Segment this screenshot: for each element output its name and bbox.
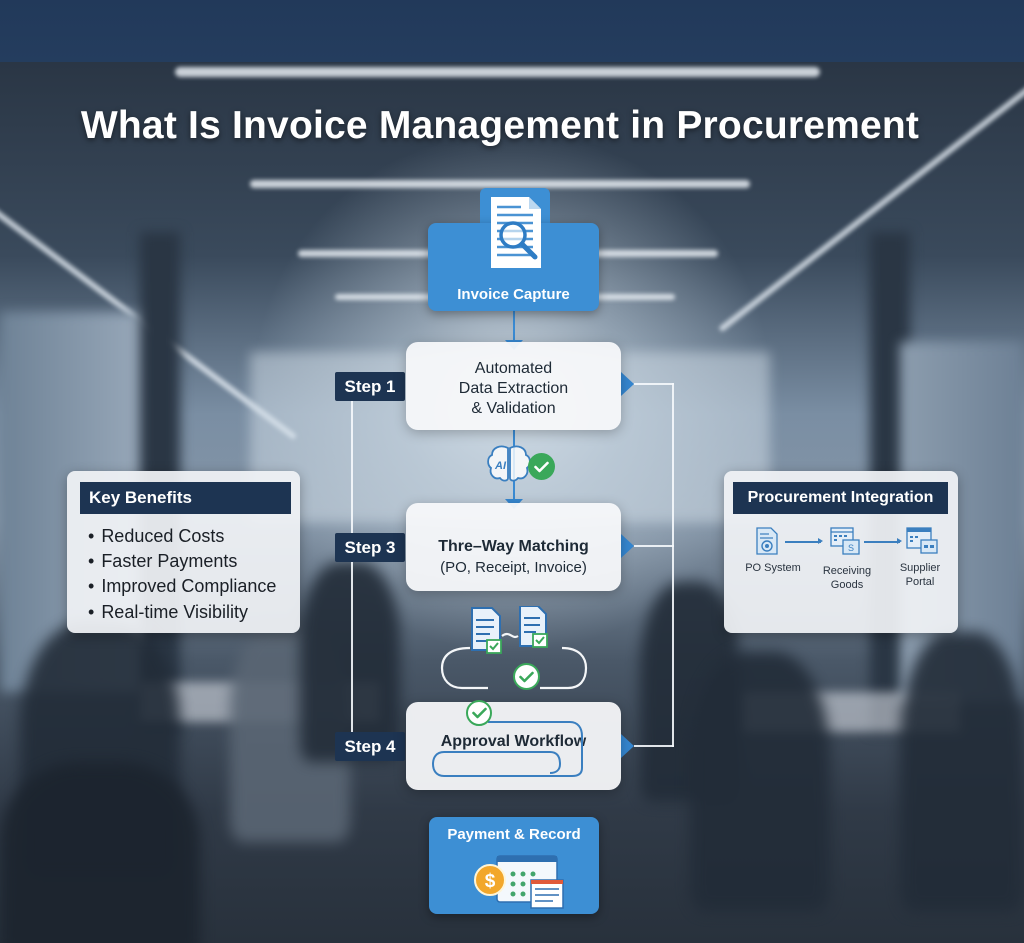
document-magnifier-icon: [489, 195, 543, 270]
invoice-capture-label: Invoice Capture: [457, 286, 570, 303]
integration-node-label: PO System: [745, 562, 801, 574]
match-check-icon: [513, 663, 540, 690]
workflow-track-icon: [430, 710, 590, 780]
arrow-right-icon: [621, 372, 634, 396]
ai-brain-icon: AI: [486, 444, 532, 484]
step-4-card[interactable]: Approval Workflow: [406, 702, 621, 790]
step-4-title: Approval Workflow: [440, 733, 587, 750]
key-benefits-header: Key Benefits: [80, 482, 291, 514]
person-silhouette: [300, 562, 400, 762]
benefit-item: Real-time Visibility: [88, 602, 248, 623]
integration-node-label: Receiving Goods: [822, 565, 872, 591]
ceiling-light: [250, 180, 750, 188]
step-4-badge: Step 4: [335, 732, 405, 761]
right-bracket-connector: [634, 745, 674, 747]
procurement-integration-header: Procurement Integration: [733, 482, 948, 514]
page-title: What Is Invoice Management in Procuremen…: [80, 104, 920, 147]
arrow-right-icon: [621, 534, 634, 558]
benefit-item: Faster Payments: [88, 551, 237, 572]
payment-record-label: Payment & Record: [447, 826, 581, 843]
document-match-icon: [440, 606, 590, 694]
step-1-title-line: Automated: [474, 360, 553, 377]
person-silhouette: [690, 652, 830, 912]
benefit-item: Improved Compliance: [88, 576, 276, 597]
arrow-right-icon: [864, 538, 902, 544]
right-bracket-connector: [672, 383, 674, 747]
top-header-band: [0, 0, 1024, 62]
arrow-right-icon: [785, 538, 823, 544]
benefit-item: Reduced Costs: [88, 526, 224, 547]
po-document-icon: [756, 527, 778, 555]
payment-record-box[interactable]: Payment & Record $: [429, 817, 599, 914]
left-rail-connector: [351, 398, 353, 736]
svg-text:S: S: [848, 543, 854, 553]
step-1-card[interactable]: Automated Data Extraction & Validation: [406, 342, 621, 430]
arrow-right-icon: [621, 734, 634, 758]
right-bracket-connector: [634, 545, 674, 547]
right-bracket-connector: [634, 383, 674, 385]
ceiling-light: [175, 67, 820, 77]
step-3-badge: Step 3: [335, 533, 405, 562]
person-silhouette: [0, 762, 200, 943]
person-silhouette: [900, 632, 1024, 912]
step-3-card[interactable]: Thre–Way Matching (PO, Receipt, Invoice): [406, 503, 621, 591]
receiving-window-icon: S: [830, 527, 860, 555]
integration-node-label: Supplier Portal: [899, 562, 941, 588]
validation-check-icon: [528, 453, 555, 480]
svg-text:AI: AI: [494, 460, 507, 472]
supplier-portal-icon: [906, 527, 938, 555]
step-3-subtitle: (PO, Receipt, Invoice): [440, 559, 587, 576]
step-1-badge: Step 1: [335, 372, 405, 401]
step-3-title: Thre–Way Matching: [438, 538, 589, 555]
flow-connector: [513, 310, 515, 342]
payment-ledger-icon: $: [473, 854, 565, 910]
step-1-title-line: Data Extraction: [458, 380, 569, 397]
svg-text:$: $: [485, 871, 496, 892]
approval-check-icon: [466, 700, 492, 726]
step-1-title-line: & Validation: [471, 400, 556, 417]
